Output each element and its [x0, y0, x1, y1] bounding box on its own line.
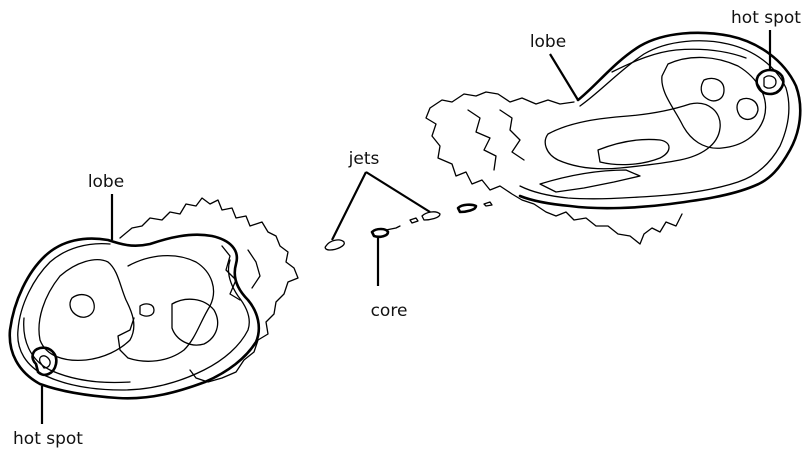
right-lobe-contour-2 — [519, 40, 790, 200]
core-jet-extension — [385, 225, 401, 231]
left-lobe-contour-10 — [23, 317, 131, 384]
jets-label: jets — [348, 149, 380, 169]
lobe-right-label: lobe — [530, 32, 566, 52]
left-lobe — [8, 197, 299, 400]
right-lobe-contour-9 — [499, 109, 525, 161]
right-lobe-contour-6 — [597, 138, 670, 166]
jet-blob-2 — [409, 217, 419, 224]
hot-spot-right-label: hot spot — [731, 8, 801, 28]
left-lobe-contour-3 — [38, 259, 135, 362]
right-lobe-contour-4 — [661, 56, 767, 149]
jet-blob-4 — [456, 203, 478, 214]
left-hot-spot — [31, 346, 58, 377]
right-lobe-contour-11 — [736, 97, 759, 121]
right-hot-spot-contour-1 — [755, 68, 785, 96]
right-lobe-outer-contour — [518, 31, 802, 210]
right-lobe-contour-3 — [544, 102, 721, 170]
left-lobe-contour-5 — [171, 298, 219, 346]
left-lobe-contour-7 — [139, 303, 155, 317]
right-hot-spot-contour-2 — [763, 75, 777, 89]
lobe-left-label: lobe — [88, 172, 124, 192]
lobe-right-pointer — [549, 53, 579, 101]
right-lobe-contour-10 — [611, 48, 747, 73]
jets-and-core — [324, 201, 493, 251]
core-blob — [370, 227, 390, 239]
left-lobe-outer-contour — [8, 233, 261, 400]
jet-blob-1 — [324, 239, 345, 251]
hot-spot-left-label: hot spot — [13, 429, 83, 449]
left-lobe-contour-8 — [221, 245, 241, 301]
jets-pointer-right — [365, 171, 431, 213]
right-lobe-contour-5 — [700, 77, 725, 102]
left-lobe-contour-2 — [17, 242, 250, 391]
right-lobe-contour-8 — [467, 109, 497, 171]
left-lobe-contour-6 — [69, 293, 95, 318]
left-hot-spot-contour-1 — [31, 346, 58, 377]
jet-blob-3 — [421, 211, 441, 221]
left-lobe-diffuse-contour — [119, 197, 299, 383]
jets-pointer-left — [331, 171, 367, 241]
left-hot-spot-contour-2 — [38, 355, 51, 369]
right-lobe-diffuse-contour — [425, 91, 683, 245]
right-lobe — [425, 31, 802, 245]
left-lobe-contour-4 — [117, 254, 215, 362]
right-lobe-contour-7 — [539, 169, 641, 193]
left-lobe-contour-9 — [247, 249, 261, 289]
right-hot-spot — [755, 68, 785, 96]
jet-blob-5 — [483, 201, 493, 207]
core-label: core — [371, 301, 408, 321]
